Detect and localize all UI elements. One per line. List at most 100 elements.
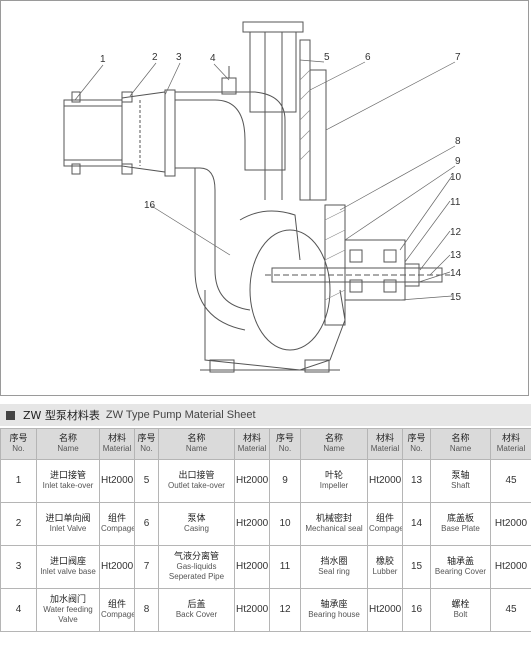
casing-lower-bend [175, 167, 251, 311]
part-name-en: Inlet valve base [40, 567, 96, 576]
impeller [249, 229, 331, 351]
material-cell: Ht2000 [367, 588, 403, 632]
header-cn: 名称 [324, 434, 343, 444]
material-cell: Ht2000 [490, 545, 531, 589]
part-name-en: Gas-liquids Seperated Pipe [168, 562, 225, 581]
material-cell: Ht2000 [234, 502, 270, 546]
material-cell: 组件Compages [99, 502, 135, 546]
header-cn: 序号 [275, 434, 294, 444]
header-cn: 名称 [451, 434, 470, 444]
pump-volute [204, 289, 346, 371]
header-cn: 材料 [242, 434, 261, 444]
drawing-frame [0, 0, 529, 396]
material-en: Compages [101, 610, 134, 619]
material-en: Compages [101, 524, 134, 533]
inlet-flange-bolt-bottom [71, 163, 81, 175]
material-value: Ht2000 [101, 561, 134, 572]
pump-cross-section-drawing: 1 2 3 4 5 6 7 8 9 10 11 12 13 14 15 16 [0, 0, 529, 396]
part-name-cn: 轴承座 [320, 600, 348, 610]
part-label-8: 8 [455, 136, 461, 147]
part-number-cell: 15 [402, 545, 431, 589]
material-cell: 组件Compages [99, 588, 135, 632]
material-cn: 组件 [375, 514, 394, 524]
part-name-en: Impeller [319, 481, 349, 490]
part-label-1: 1 [100, 54, 106, 65]
part-number-cell: 16 [402, 588, 431, 632]
part-name-en: Shaft [451, 481, 470, 490]
part-number-cell: 4 [0, 588, 37, 632]
part-number-cell: 13 [402, 459, 431, 503]
part-name-en: Seal ring [318, 567, 350, 576]
gas-liquid-separator [310, 69, 327, 201]
header-cn: 材料 [375, 434, 394, 444]
header-cn: 名称 [187, 434, 206, 444]
part-name-cn: 挡水圈 [320, 557, 348, 567]
header-en: No. [140, 444, 153, 453]
material-cell: 45 [490, 459, 531, 503]
header-cn: 材料 [107, 434, 126, 444]
material-value: Ht2000 [236, 604, 269, 615]
sheet-title-english: ZW Type Pump Material Sheet [105, 409, 256, 421]
material-cn: 橡胶 [375, 557, 394, 567]
material-value: Ht2000 [369, 604, 402, 615]
material-value: Ht2000 [236, 518, 269, 529]
pump-diagram: 1 2 3 4 5 6 7 8 9 10 11 12 13 14 15 16 [63, 21, 462, 373]
part-label-14: 14 [450, 268, 462, 279]
material-en: Compagest [369, 524, 402, 533]
part-name-cn: 轴承盖 [446, 557, 474, 567]
part-number-cell: 12 [269, 588, 301, 632]
material-cell: Ht2000 [99, 459, 135, 503]
material-cell: Ht2000 [490, 502, 531, 546]
header-cn: 序号 [9, 434, 28, 444]
header-en: Name [449, 444, 472, 453]
part-name-cn: 进口接管 [49, 471, 86, 481]
part-name-cn: 叶轮 [324, 471, 343, 481]
part-name-en: Bearing Cover [434, 567, 487, 576]
material-value: Ht2000 [494, 561, 528, 572]
part-name-cn: 泵轴 [451, 471, 470, 481]
inlet-valve-seat [164, 89, 176, 177]
part-number-cell: 2 [0, 502, 37, 546]
part-label-12: 12 [450, 227, 462, 238]
part-label-5: 5 [324, 52, 330, 63]
header-cn: 材料 [501, 434, 520, 444]
header-cn: 名称 [58, 434, 77, 444]
material-cell: Ht2000 [234, 545, 270, 589]
material-value: 45 [505, 475, 517, 486]
part-name-cn: 泵体 [187, 514, 206, 524]
part-name-en: Bolt [453, 610, 468, 619]
part-label-15: 15 [450, 292, 462, 303]
part-label-3: 3 [176, 52, 182, 63]
part-number-cell: 11 [269, 545, 301, 589]
part-number-cell: 14 [402, 502, 431, 546]
header-en: No. [410, 444, 423, 453]
part-name-cn: 进口阀座 [49, 557, 86, 567]
part-name-cn: 出口接管 [178, 471, 215, 481]
part-name-en: Outlet take-over [168, 481, 225, 490]
part-name-cn: 机械密封 [315, 514, 352, 524]
part-name-cn: 气液分离管 [173, 552, 219, 562]
part-number-cell: 7 [134, 545, 159, 589]
material-cell: 45 [490, 588, 531, 632]
material-cell: 组件Compagest [367, 502, 403, 546]
material-sheet-header: ZW 型泵材料表 ZW Type Pump Material Sheet [0, 404, 531, 426]
part-label-16: 16 [144, 200, 156, 211]
